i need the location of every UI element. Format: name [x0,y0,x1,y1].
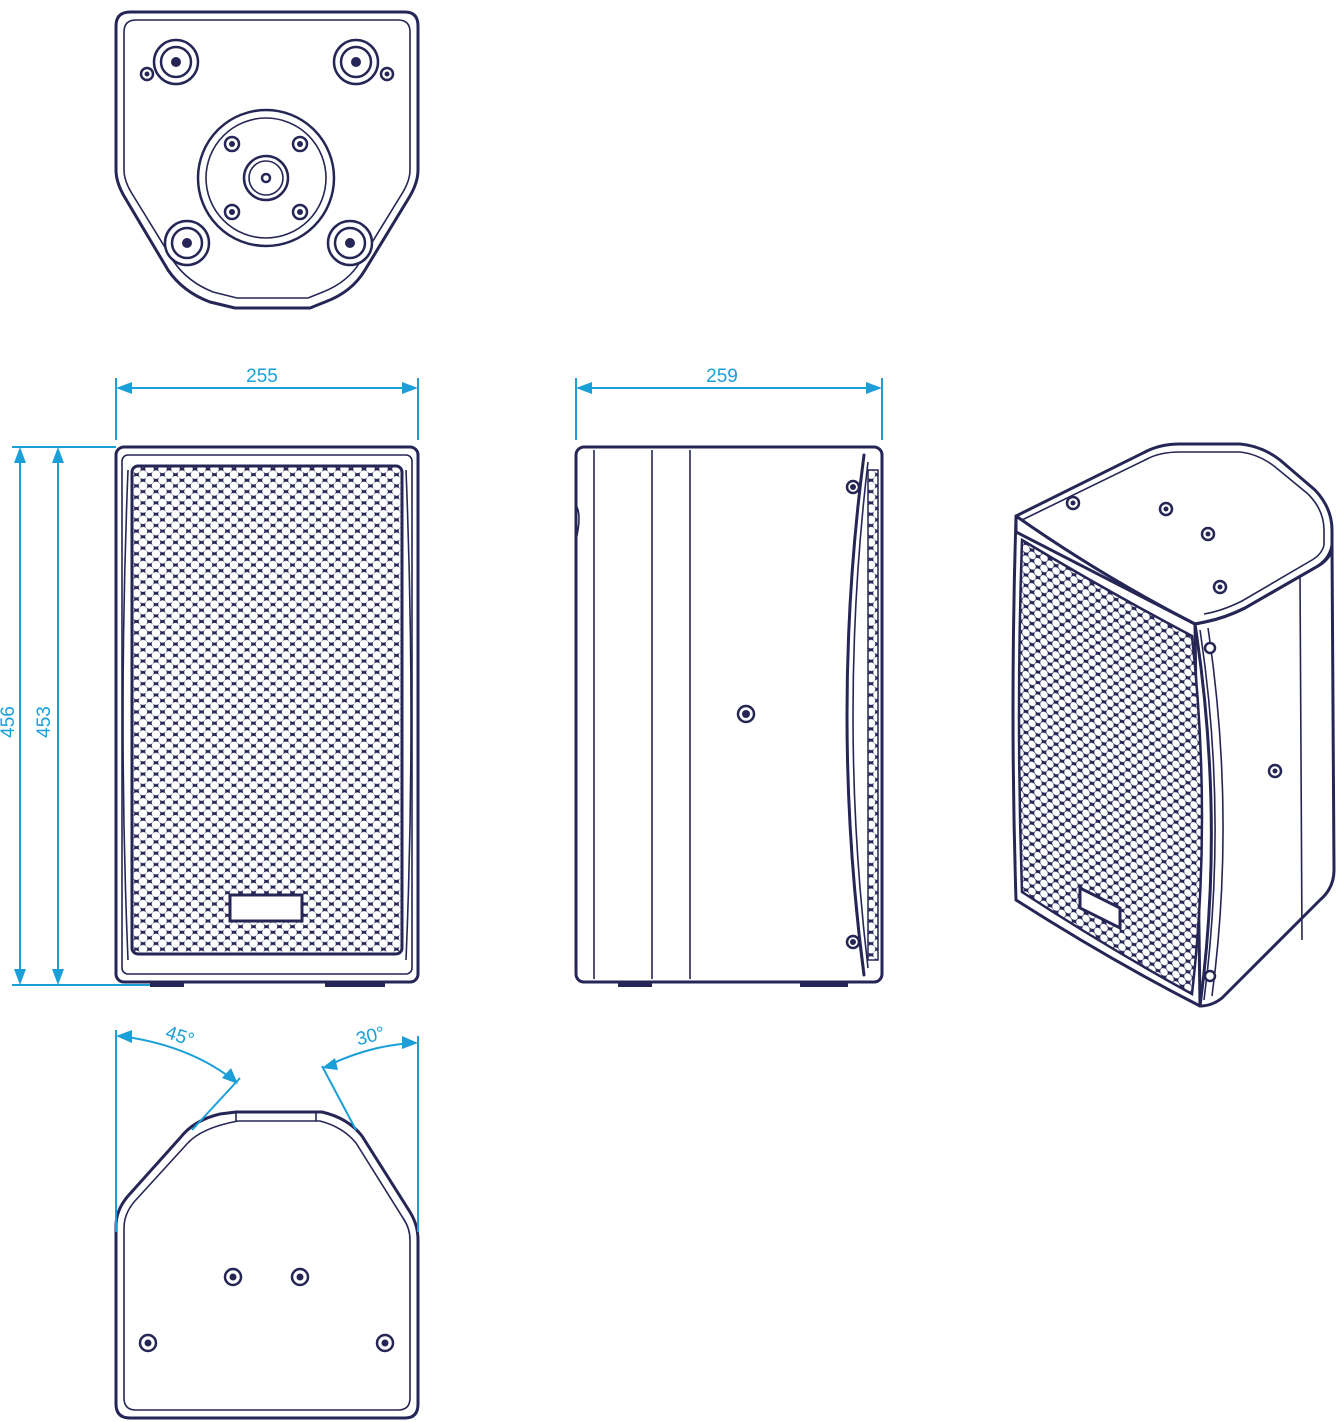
front-grill [130,464,404,956]
front-view [114,445,420,987]
bottom-view [114,1110,420,1420]
angle-left-dimension: 45° [115,1022,241,1232]
outer-height-value: 456 [0,706,19,738]
front-foot-right [325,982,385,987]
top-view [114,10,420,310]
side-view [574,445,884,987]
side-grill-edge [867,469,879,961]
depth-dimension: 259 [575,366,883,440]
inner-height-value: 453 [34,706,55,738]
front-logo-plate [228,893,304,923]
top-mount-plate [196,108,336,248]
isometric-view [1011,442,1336,1008]
width-dimension: 255 [115,366,419,440]
outer-height-dimension: 456 [0,446,150,986]
inner-height-dimension: 453 [34,447,64,985]
iso-grill [1017,537,1204,996]
top-insert-bl [163,219,211,267]
top-insert-br [326,219,374,267]
top-insert-tr [332,38,380,86]
width-dimension-value: 255 [246,366,278,387]
front-foot-left [150,982,184,987]
depth-dimension-value: 259 [706,366,738,387]
top-insert-tl [152,38,200,86]
